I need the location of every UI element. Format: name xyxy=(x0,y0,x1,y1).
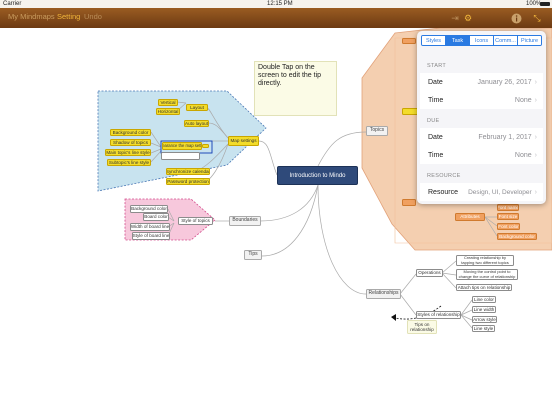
style-of-board-line-node[interactable]: Style of board line xyxy=(132,232,170,240)
operations-node[interactable]: Operations xyxy=(416,269,443,277)
carrier-label: Carrier xyxy=(3,0,22,7)
tab-styles[interactable]: Styles xyxy=(422,36,445,45)
map-settings-node[interactable]: Map settings xyxy=(228,136,259,146)
appearance-note xyxy=(161,152,200,160)
password-protection-node[interactable]: Password protection xyxy=(166,178,210,185)
start-date-label: Date xyxy=(428,78,443,86)
due-time-value: None xyxy=(514,151,532,159)
resource-row[interactable]: Resource Design, UI, Developer › xyxy=(420,183,543,201)
shadow-of-topics-node[interactable]: Shadow of topics xyxy=(110,139,151,146)
tab-picture[interactable]: Picture xyxy=(517,36,541,45)
font-name-node[interactable]: Font name xyxy=(497,204,519,211)
tip-note[interactable]: Double Tap on the screen to edit the tip… xyxy=(254,61,337,116)
note-icon xyxy=(202,144,209,148)
resource-label: Resource xyxy=(428,188,458,196)
tab-task[interactable]: Task xyxy=(445,36,469,45)
status-bar: Carrier 12:15 PM 100% xyxy=(0,0,552,8)
battery-icon xyxy=(540,1,550,6)
board-color-node[interactable]: Board color xyxy=(143,213,169,221)
arrow-style-node[interactable]: Arrow style xyxy=(472,316,497,323)
line-width-node[interactable]: Line width xyxy=(472,306,496,313)
line-color-node[interactable]: Line color xyxy=(472,296,496,303)
start-date-value: January 26, 2017 xyxy=(477,78,532,86)
styles-of-relationship-node[interactable]: Styles of relationship xyxy=(416,311,461,319)
fullscreen-icon[interactable]: ⤡ xyxy=(533,12,541,23)
due-date-label: Date xyxy=(428,133,443,141)
relationship-tip-note[interactable]: Tips on relationship xyxy=(407,320,437,334)
topic-style-node[interactable] xyxy=(402,199,416,206)
boundaries-node[interactable]: Boundaries xyxy=(229,216,261,226)
subtopic-line-style-node[interactable]: Subtopic's line style xyxy=(107,159,151,166)
due-section-header: DUE xyxy=(427,118,440,124)
chevron-right-icon: › xyxy=(534,188,537,196)
vertical-node[interactable]: Vertical xyxy=(158,99,178,106)
tips-node[interactable]: Tips xyxy=(244,250,262,260)
clock: 12:15 PM xyxy=(267,0,293,7)
toolbar: My Mindmaps Setting Undo ⇥ ⚙ ⤡ xyxy=(0,8,552,28)
chevron-right-icon: › xyxy=(534,151,537,159)
topic-collapsed-node[interactable] xyxy=(402,38,416,44)
mindmap-canvas[interactable]: Double Tap on the screen to edit the tip… xyxy=(0,28,552,414)
tab-icons[interactable]: Icons xyxy=(469,36,493,45)
tab-comments[interactable]: Comm... xyxy=(493,36,517,45)
creating-relationship-node[interactable]: Creating relationship by tapping two dif… xyxy=(456,255,514,266)
horizontal-node[interactable]: Horizontal xyxy=(156,108,180,115)
central-topic[interactable]: Introduction to Mindo xyxy=(277,166,358,185)
relationships-node[interactable]: Relationships xyxy=(366,289,401,299)
info-icon[interactable] xyxy=(510,12,522,24)
start-time-value: None xyxy=(514,96,532,104)
font-size-node[interactable]: Font size xyxy=(497,213,519,220)
start-date-row[interactable]: Date January 26, 2017 › xyxy=(420,73,543,91)
battery-percent: 100% xyxy=(526,0,542,7)
due-date-row[interactable]: Date February 1, 2017 › xyxy=(420,128,543,146)
topics-node[interactable]: Topics xyxy=(366,126,388,136)
gear-icon[interactable]: ⚙ xyxy=(463,12,473,23)
auto-layout-node[interactable]: Auto layout xyxy=(184,120,209,127)
start-section-header: START xyxy=(427,63,447,69)
resource-value: Design, UI, Developer xyxy=(468,188,532,196)
background-color-node[interactable]: Background color xyxy=(110,129,151,136)
width-of-board-line-node[interactable]: Width of board line xyxy=(130,223,170,231)
share-icon[interactable]: ⇥ xyxy=(451,12,459,23)
style-of-topics-node[interactable]: Style of topics xyxy=(178,217,213,225)
font-color-node[interactable]: Font color xyxy=(497,223,520,230)
due-time-row[interactable]: Time None › xyxy=(420,146,543,164)
attributes-node[interactable]: Attributes xyxy=(455,213,485,221)
boundary-background-color-node[interactable]: Background color xyxy=(130,205,168,213)
attach-tips-node[interactable]: Attach tips on relationship xyxy=(456,284,512,291)
main-topic-line-style-node[interactable]: Main topic's line style xyxy=(105,149,151,156)
my-mindmaps-button[interactable]: My Mindmaps xyxy=(8,12,55,21)
synchronize-calendar-node[interactable]: Synchronize calendar xyxy=(166,168,210,175)
popover-tabs: Styles Task Icons Comm... Picture xyxy=(421,35,542,46)
resource-section-header: RESOURCE xyxy=(427,173,461,179)
setting-button[interactable]: Setting xyxy=(57,12,81,21)
appearance-node[interactable]: Appearance the map settings xyxy=(162,142,202,150)
due-time-label: Time xyxy=(428,151,444,159)
chevron-right-icon: › xyxy=(534,133,537,141)
start-time-label: Time xyxy=(428,96,444,104)
moving-control-point-node[interactable]: Moving the control point to change the c… xyxy=(456,269,518,280)
topic-background-color-node[interactable]: Background color xyxy=(497,233,537,240)
line-style-node[interactable]: Line style xyxy=(472,325,495,332)
layout-node[interactable]: Layout xyxy=(186,104,208,111)
chevron-right-icon: › xyxy=(534,78,537,86)
chevron-right-icon: › xyxy=(534,96,537,104)
due-date-value: February 1, 2017 xyxy=(478,133,532,141)
topic-properties-popover: Styles Task Icons Comm... Picture START … xyxy=(417,31,546,204)
undo-button[interactable]: Undo xyxy=(84,12,102,21)
start-time-row[interactable]: Time None › xyxy=(420,91,543,109)
